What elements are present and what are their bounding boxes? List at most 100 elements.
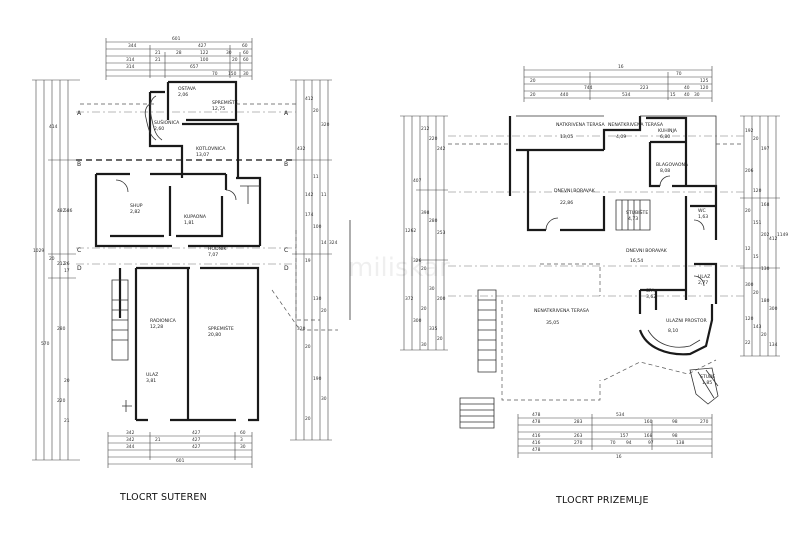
- dim-text: 15: [670, 92, 676, 98]
- dim-text: 223: [640, 85, 649, 91]
- dim-text: 1149: [777, 232, 788, 238]
- dim-text: 20: [313, 108, 319, 114]
- dim-text: 125: [700, 78, 709, 84]
- suteren-bottom-dimensions: 342 427 60 342 21 427 3 344 427 30 601: [107, 430, 253, 468]
- room-name: STUBE: [700, 374, 715, 380]
- dim-text: 30: [429, 286, 435, 292]
- dim-text: 432: [297, 146, 306, 152]
- dim-text: 20: [64, 378, 70, 384]
- dim-text: 26: [64, 261, 70, 267]
- suteren-top-dimensions: 601 344 427 60 21 28 122 30 60 314 21 10…: [105, 36, 253, 80]
- dim-text: 21: [155, 57, 161, 63]
- prizemlje-right-dimensions: 192 20 197 206 1149 120 168 20 412 151 2…: [740, 115, 788, 357]
- prizemlje-walls: [448, 115, 744, 429]
- dim-text: 283: [574, 419, 583, 425]
- dim-text: 60: [243, 50, 249, 56]
- dim-text: 344: [126, 444, 135, 450]
- room-name: SPREMIŠTE: [208, 325, 234, 332]
- dim-text: 335: [429, 326, 438, 332]
- dim-text: 242: [437, 146, 446, 152]
- section-label: A: [77, 110, 82, 117]
- dim-text: 20: [232, 57, 238, 63]
- prizemlje-top-dimensions: 16 20 744 70 223 40 120 20 440 534 15 40…: [523, 64, 713, 102]
- dim-text: 478: [532, 419, 541, 425]
- room-area: 16,54: [630, 258, 643, 264]
- dim-text: 320: [321, 122, 330, 128]
- dim-text: 300: [745, 282, 754, 288]
- prizemlje-bottom-dimensions: 478 534 478 283 160 98 270 416 263 157 1…: [517, 412, 713, 460]
- dim-text: 40: [684, 85, 690, 91]
- dim-text: 20: [745, 208, 751, 214]
- dim-text: 28: [176, 50, 182, 56]
- prizemlje-room-labels: NATKRIVENA TERASA 13,05 NENATKRIVENA TER…: [534, 122, 715, 386]
- dim-text: 342: [126, 430, 135, 436]
- room-area: 1,63: [698, 214, 708, 220]
- room-area: 3,81: [146, 378, 156, 384]
- dim-text: 326: [413, 258, 422, 264]
- dim-text: 416: [532, 433, 541, 439]
- room-name: DNEVNI BORAVAK: [554, 188, 596, 194]
- room-name: SUŠIONICA: [154, 119, 180, 126]
- dim-text: 21: [64, 418, 70, 424]
- dim-text: 168: [644, 433, 653, 439]
- dim-text: 601: [172, 36, 181, 42]
- room-name: DNEVNI BORAVAK: [626, 248, 668, 254]
- room-name: ULAZNI PROSTOR: [666, 318, 707, 324]
- dim-text: 270: [700, 419, 709, 425]
- room-area: 12,28: [150, 324, 163, 330]
- dim-text: 427: [192, 444, 201, 450]
- room-name: NENATKRIVENA TERASA: [534, 308, 590, 314]
- dim-text: 30: [321, 396, 327, 402]
- dim-text: 270: [574, 440, 583, 446]
- room-name: KUPAONA: [184, 214, 207, 220]
- dim-text: 412: [305, 96, 314, 102]
- room-area: 13,05: [560, 134, 573, 140]
- room-area: 4,73: [628, 216, 638, 222]
- dim-text: 212: [421, 126, 430, 132]
- dim-text: 20: [321, 308, 327, 314]
- dim-text: 586: [64, 208, 73, 214]
- dim-text: 398: [421, 210, 430, 216]
- dim-text: 601: [176, 458, 185, 464]
- dim-text: 143: [753, 324, 762, 330]
- dim-text: 97: [648, 440, 654, 446]
- room-area: 22,86: [560, 200, 573, 206]
- dim-text: 15: [753, 254, 759, 260]
- dim-text: 206: [745, 168, 754, 174]
- dim-text: 100: [200, 57, 209, 63]
- dim-text: 220: [429, 136, 438, 142]
- dim-text: 20: [305, 344, 311, 350]
- room-area: 4,09: [616, 134, 626, 140]
- dim-text: 342: [126, 437, 135, 443]
- dim-text: 151: [753, 220, 762, 226]
- dim-text: 100: [313, 224, 322, 230]
- room-area: 2,82: [130, 209, 140, 215]
- dim-text: 197: [761, 146, 770, 152]
- dim-text: 60: [242, 43, 248, 49]
- room-area: 1,81: [184, 220, 194, 226]
- room-area: 7,07: [208, 252, 218, 258]
- dim-text: 30: [226, 50, 232, 56]
- dim-text: 22: [745, 340, 751, 346]
- dim-text: 212: [57, 261, 66, 267]
- dim-text: 122: [200, 50, 209, 56]
- room-area: 3,62: [646, 294, 656, 300]
- room-name: KUHINJA: [658, 128, 678, 134]
- dim-text: 20: [305, 416, 311, 422]
- dim-text: 30: [243, 71, 249, 77]
- room-name: RADIONICA: [150, 318, 177, 324]
- plan-title-prizemlje: TLOCRT PRIZEMLJE: [555, 495, 649, 506]
- dim-text: 3: [240, 437, 243, 443]
- dim-text: 98: [672, 433, 678, 439]
- dim-text: 280: [57, 326, 66, 332]
- dim-text: 20: [49, 256, 55, 262]
- dim-text: 427: [192, 437, 201, 443]
- dim-text: 407: [413, 178, 422, 184]
- dim-text: 20: [761, 332, 767, 338]
- room-name: OSTAVA: [178, 86, 197, 92]
- dim-text: 60: [240, 430, 246, 436]
- room-area: 13,07: [196, 152, 209, 158]
- suteren-right-dimensions: 412 20 320 432 11 142 11 174 100 14 324 …: [290, 79, 338, 441]
- section-label: B: [284, 161, 288, 168]
- dim-text: 150: [228, 71, 237, 77]
